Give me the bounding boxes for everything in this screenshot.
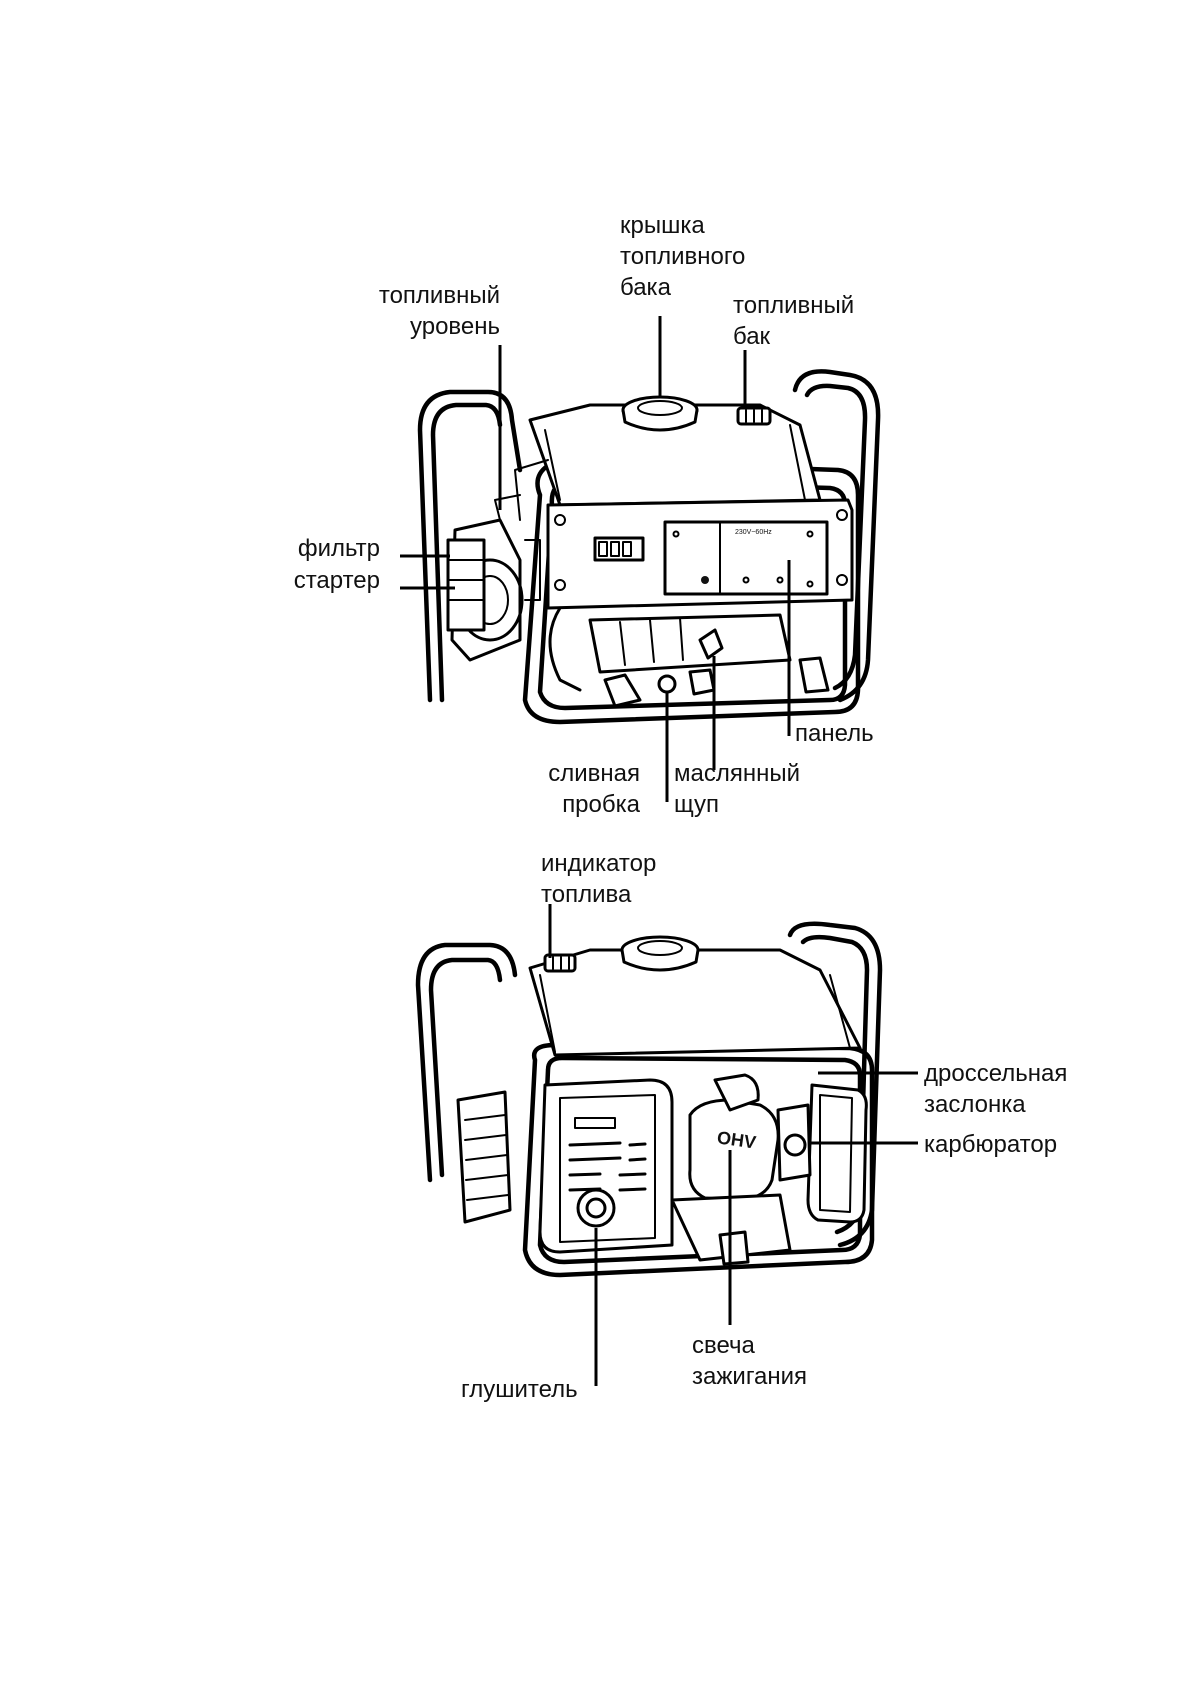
generator-front-view: [417, 369, 881, 725]
engine-ohv-print: OHV: [715, 1127, 758, 1153]
label-oil-dipstick: маслянный щуп: [674, 760, 801, 818]
frame-tube-right: [792, 369, 881, 703]
drain-plug: [657, 674, 677, 694]
leader-lines-bottom: [548, 904, 918, 1386]
generator-rear-view: [415, 921, 883, 1278]
muffler-cover: [538, 1078, 674, 1254]
frame-tube-left: [417, 389, 523, 703]
label-starter: стартер: [293, 567, 380, 594]
label-filter: фильтр: [297, 535, 380, 562]
label-fuel-tank: топливный бак: [733, 292, 855, 350]
air-filter-housing: [806, 1083, 868, 1224]
label-drain-plug: сливная пробка: [548, 760, 640, 818]
label-fuel-level: топливный уровень: [378, 282, 500, 340]
label-spark-plug: свеча зажигания: [692, 1332, 808, 1390]
label-choke: дроссельная заслонка: [924, 1060, 1068, 1118]
engine-head: [688, 1098, 780, 1202]
label-carburetor: карбюратор: [924, 1131, 1058, 1158]
label-fuel-indicator: индикатор топлива: [541, 850, 657, 908]
air-filter-box: [446, 538, 486, 632]
label-fuel-cap: крышка топливного бака: [620, 212, 746, 301]
panel-voltage-print: 230V~60Hz: [735, 529, 772, 536]
label-muffler: глушитель: [461, 1376, 578, 1403]
oil-dipstick: [698, 628, 724, 660]
label-panel: панель: [795, 720, 874, 747]
muffler-outlet: [576, 1188, 616, 1228]
carburetor: [776, 1103, 812, 1182]
leader-lines-top: [400, 316, 791, 802]
